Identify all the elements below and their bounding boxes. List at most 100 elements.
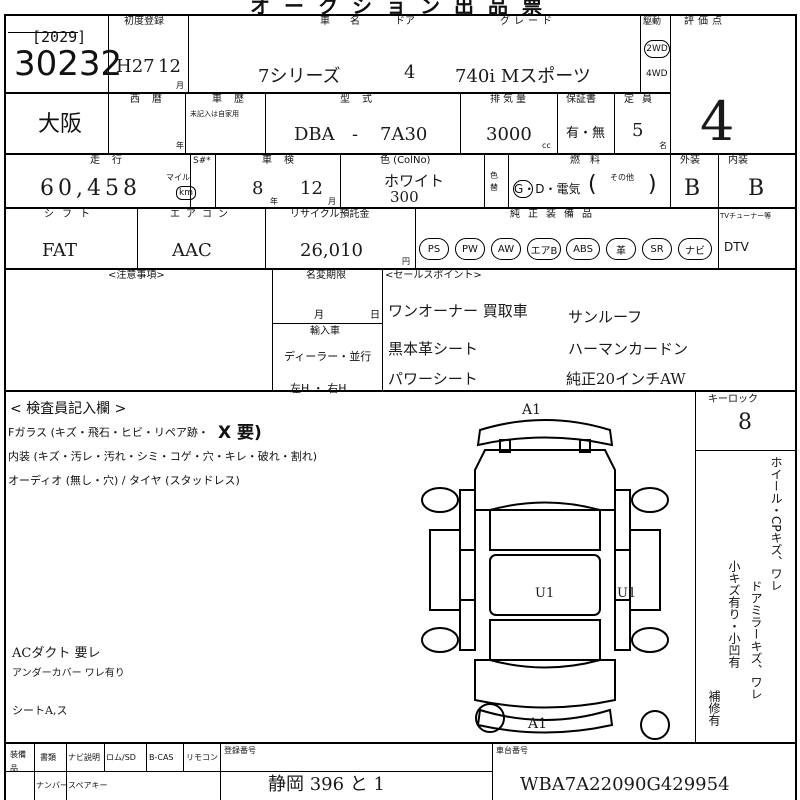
inspector-memo-1: ACダクト 要レ [12,646,101,661]
plate-label: ナンバー [36,781,68,790]
chassis-label: 車台番号 [496,746,528,755]
side-note-wheel: ホイール・CPキズ、ワレ [769,456,783,592]
key-lock-value: 8 [738,410,752,435]
sales-point-5: パワーシート [388,370,478,388]
lot-id-header [8,18,78,33]
capacity-label: 定員 [624,94,660,105]
displacement-label: 排気量 [490,94,529,105]
key-lock-label: キーロック [708,394,758,405]
shift-label: シフト [44,209,98,220]
recycle-unit: 円 [402,257,410,266]
side-note-minor: 小キズ有り・小凹有 [727,560,741,668]
warranty-value: 有・無 [566,126,606,141]
region-value: 大阪 [38,112,83,137]
damage-mark-front: A1 [522,402,542,418]
damage-mark-rear: A1 [528,716,548,732]
inspection-year: 8 [252,178,264,199]
warranty-label: 保証書 [566,94,596,105]
inspector-memo-3: シートA,ス [12,704,68,717]
interior-label: 内装 [728,155,748,166]
name-change-day: 日 [370,310,380,321]
grade-label: グレード [500,16,556,27]
color-label: 色 (ColNo) [380,155,431,166]
history-label: 車歴 [212,94,256,105]
sales-point-3: 黒本革シート [388,340,479,358]
inspection-label: 車検 [262,155,306,166]
bcas-label: B-CAS [149,753,174,762]
caution-label: <注意事項> [108,270,165,281]
exterior-value: B [684,176,701,201]
inspector-title: < 検査員記入欄 > [10,401,127,417]
fuel-label: 燃料 [570,155,610,166]
row2-year-unit: 年 [176,141,184,150]
tuner-label: TVチューナー等 [720,212,772,220]
remote-label: リモコン [186,753,218,762]
score-label: 評価点 [684,16,726,27]
spare-key-label: スペアキー [68,781,108,790]
navi-label: ナビ説明 [68,753,100,762]
disc-label: ロム/SD [106,753,136,762]
ac-label: エアコン [170,209,234,220]
score-value: 4 [700,90,735,153]
inspector-glass-required: X 要) [218,423,262,443]
dealer-label: ディーラー・並行 [284,350,372,363]
inspector-audio-line: オーディオ (無し・穴) / タイヤ (スタッドレス) [8,474,240,487]
equip-abs: ABS [566,238,600,260]
damage-mark-left: U1 [535,586,555,601]
reg-year-label: 初度登録 [124,16,164,27]
history-note: 未記入は自家用 [190,110,239,118]
mileage-value: 60,458 [40,176,141,201]
sales-point-4: ハーマンカードン [568,340,689,358]
equip-dtv: DTV [724,240,749,254]
ac-value: AAC [172,240,212,261]
sflag-label: S#* [193,156,211,166]
side-note-repair: 補修有 [707,690,721,726]
docs-label: 書類 [40,753,56,762]
model-dash: - [352,124,359,145]
fuel-paren-open: ( [588,172,597,197]
fuel-paren-close: ) [648,172,657,197]
sales-point-6: 純正20インチAW [566,370,686,388]
inspection-year-unit: 年 [270,197,278,206]
inspection-month: 12 [300,178,323,199]
car-damage-diagram [421,419,670,740]
interior-value: B [748,176,765,201]
drive-2wd-circled: 2WD [644,40,670,58]
lot-number: 30232 [14,44,123,84]
displacement-unit: cc [542,141,551,150]
color-name: ホワイト [384,172,445,190]
inspector-glass-line: Fガラス (キズ・飛石・ヒビ・リペア跡・ [8,426,209,439]
handle-label: 左H ・ 右H [290,382,347,395]
doors-value: 4 [404,62,416,83]
mile-unit: マイル [166,173,190,182]
model-prefix: DBA [294,124,335,145]
deliver-label: 装備品 [10,750,26,773]
equip-sr: SR [642,238,672,260]
year-unit: 月 [176,81,184,90]
km-unit: km [176,186,196,200]
sales-point-1: ワンオーナー 買取車 [388,302,528,320]
door-label: ドア [395,16,415,27]
damage-mark-right: U1 [617,586,637,601]
model-label: 型式 [340,94,384,105]
fuel-other: その他 [610,173,634,182]
western-year-label: 西暦 [130,94,174,105]
drive-4wd: 4WD [646,69,668,79]
inspector-memo-2: アンダーカバー ワレ有り [12,668,125,679]
sales-point-2: サンルーフ [568,308,643,326]
chassis-value: WBA7A22090G429954 [520,774,730,795]
displacement-value: 3000 [486,124,532,145]
import-label: 輸入車 [310,326,340,337]
car-name-value: 7シリーズ [258,66,341,87]
drive-label: 駆動 [643,17,662,27]
equip-leather: 革 [606,238,636,260]
capacity-value: 5 [632,120,644,141]
model-code: 7A30 [380,124,428,145]
reg-number-label: 登録番号 [224,746,256,755]
form-title: オークション出品票 [250,0,556,18]
equip-aw: AW [491,238,521,260]
grade-value: 740i Mスポーツ [455,66,591,87]
inspector-interior-line: 内装 (キズ・汚レ・汚れ・シミ・コゲ・穴・キレ・破れ・割れ) [8,450,318,463]
equip-pw: PW [455,238,485,260]
shift-value: FAT [42,240,77,261]
